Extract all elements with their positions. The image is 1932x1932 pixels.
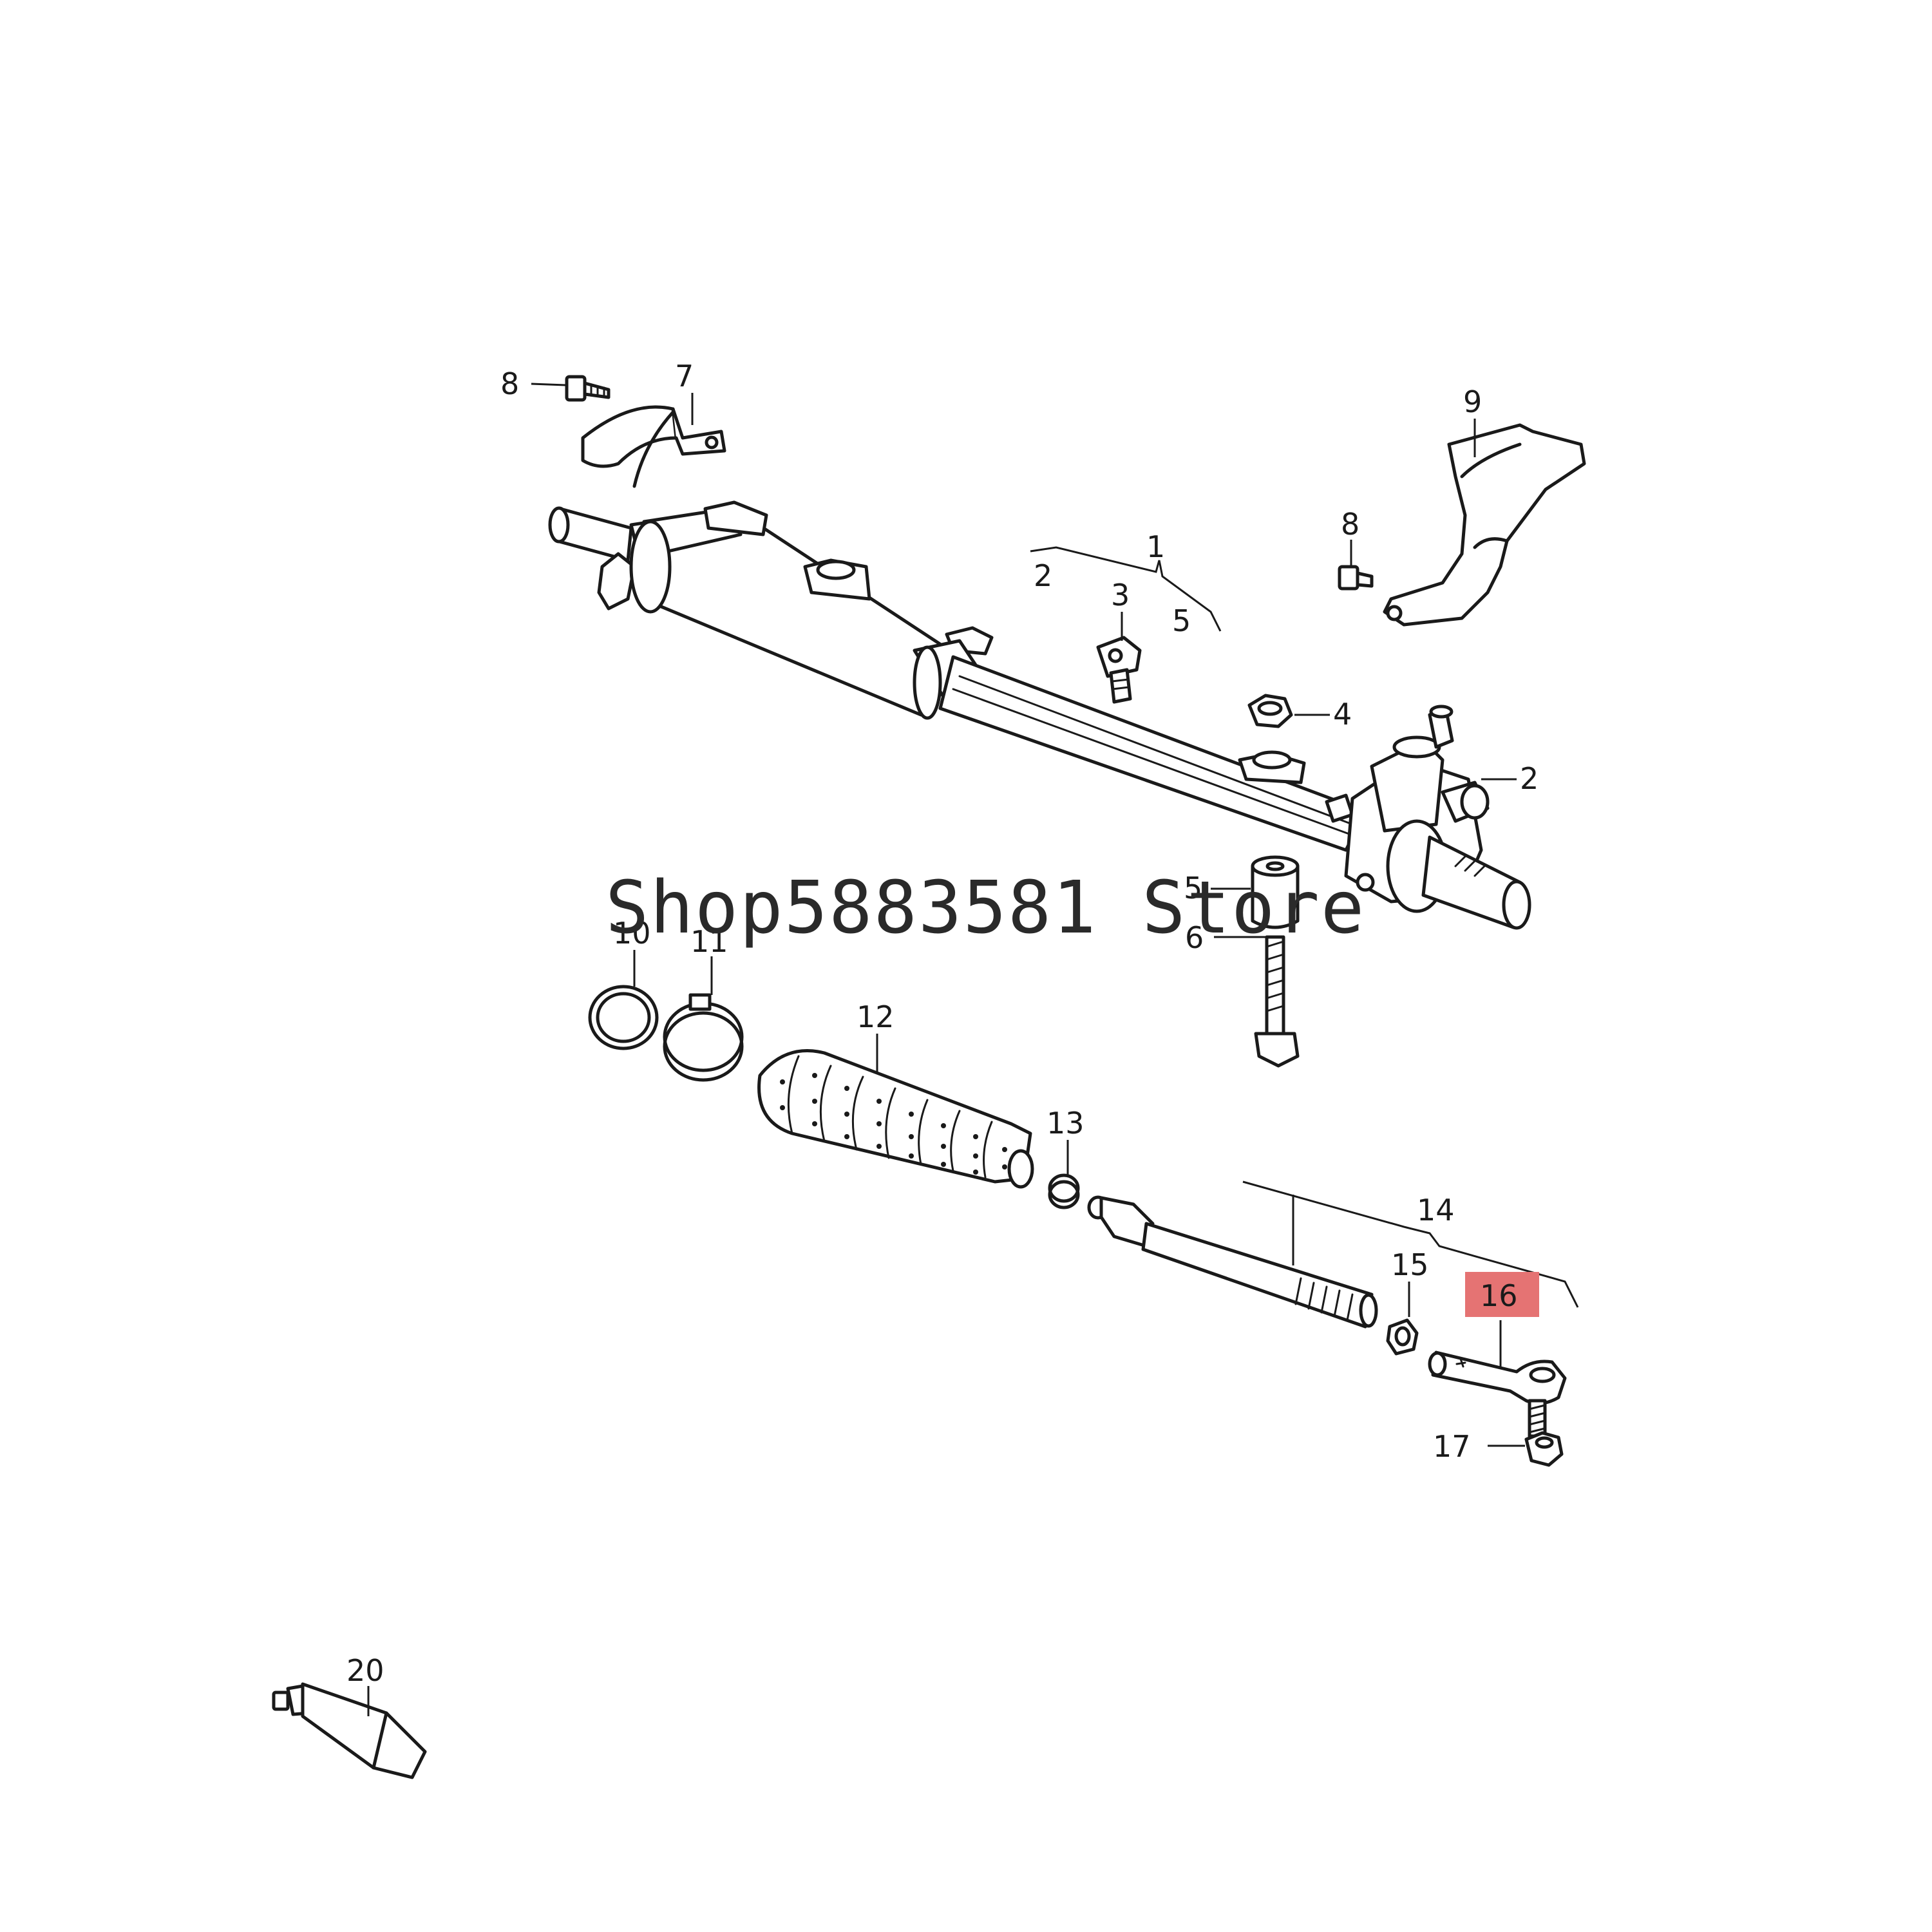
callout-12: 12 bbox=[857, 999, 895, 1034]
callout-3: 3 bbox=[1111, 578, 1130, 612]
callout-1: 1 bbox=[1146, 529, 1165, 564]
callout-20: 20 bbox=[346, 1653, 384, 1688]
callout-15: 15 bbox=[1391, 1247, 1429, 1282]
grease-tube bbox=[272, 1682, 427, 1779]
callout-7: 7 bbox=[675, 359, 694, 393]
castle-nut bbox=[1524, 1431, 1564, 1467]
callout-16: 16 bbox=[1480, 1278, 1518, 1313]
callout-4: 4 bbox=[1333, 697, 1352, 732]
clamp-bracket bbox=[581, 405, 726, 488]
steering-rack-boot bbox=[757, 1049, 1034, 1189]
bolt-right bbox=[1338, 565, 1374, 591]
callout-5-top: 5 bbox=[1172, 603, 1191, 638]
inner-tie-rod bbox=[1087, 1195, 1378, 1329]
callout-5-lower: 5 bbox=[1184, 871, 1202, 905]
long-bolt bbox=[1254, 935, 1300, 1068]
jam-nut bbox=[1386, 1318, 1419, 1356]
o-ring bbox=[588, 985, 659, 1050]
store-watermark: Shop5883581 Store bbox=[605, 866, 1366, 950]
callout-2-top: 2 bbox=[1034, 558, 1052, 593]
callout-11: 11 bbox=[690, 924, 728, 959]
callout-labels: 8 7 9 8 1 2 3 5 4 2 5 6 10 11 12 13 14 1… bbox=[346, 359, 1539, 1688]
rubber-bushing bbox=[1251, 855, 1300, 929]
steering-rack-housing bbox=[548, 500, 1531, 930]
leader-lines bbox=[367, 383, 1579, 1716]
hose-clamp-large bbox=[663, 993, 744, 1082]
heat-shield bbox=[1383, 423, 1586, 627]
callout-8-top-left: 8 bbox=[500, 366, 519, 401]
callout-9: 9 bbox=[1463, 384, 1482, 419]
outer-tie-rod-end bbox=[1428, 1350, 1567, 1438]
bolt-top-left bbox=[565, 375, 611, 402]
callout-6: 6 bbox=[1185, 920, 1204, 955]
callout-17: 17 bbox=[1433, 1429, 1471, 1464]
callout-10: 10 bbox=[613, 916, 651, 951]
callout-14: 14 bbox=[1417, 1193, 1455, 1227]
callout-2-right: 2 bbox=[1520, 761, 1539, 796]
sensor-clip bbox=[1096, 636, 1142, 704]
hose-clamp-small bbox=[1048, 1173, 1080, 1209]
callout-13: 13 bbox=[1046, 1106, 1084, 1141]
hex-nut-4 bbox=[1247, 694, 1293, 728]
callout-16-highlight bbox=[1465, 1272, 1539, 1317]
boot-texture-dots bbox=[780, 1073, 1007, 1175]
callout-8-right: 8 bbox=[1341, 507, 1359, 542]
